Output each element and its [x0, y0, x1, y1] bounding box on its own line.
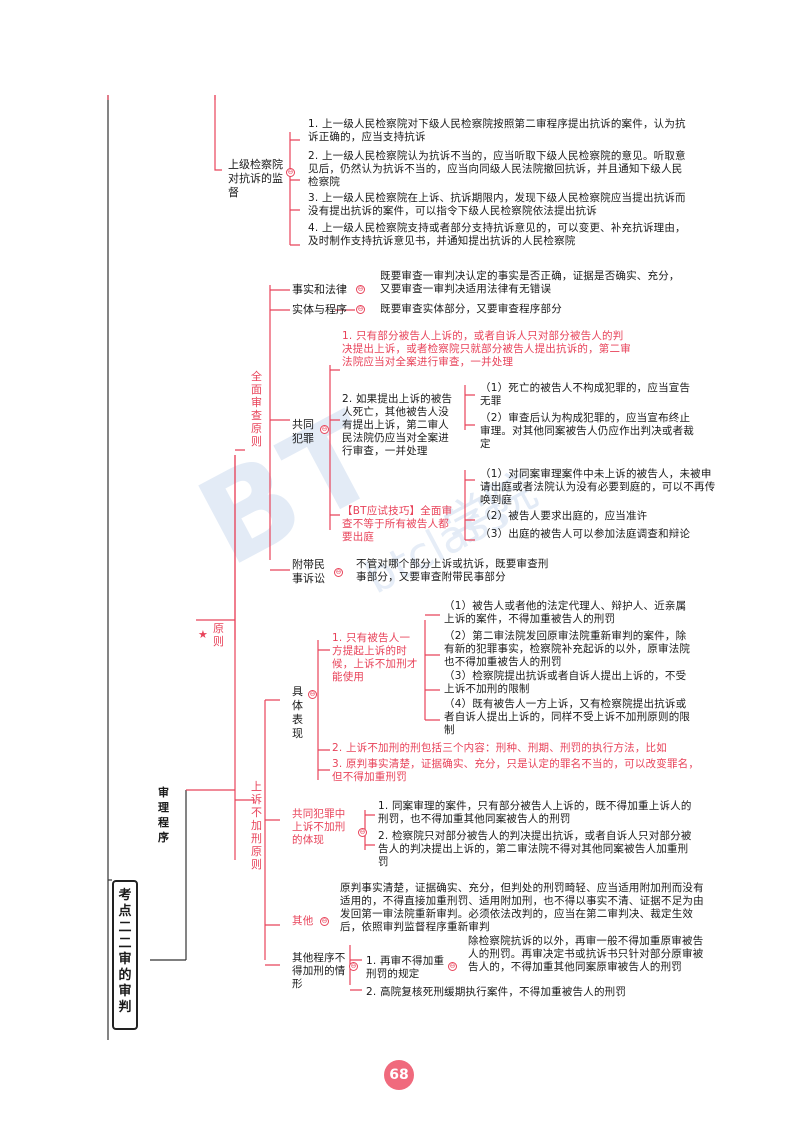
juti-sub-3: （3）检察院提出抗诉或者自诉人提出上诉的，不受上诉不加刑的限制: [444, 670, 687, 695]
jiandu-item-1: 1. 上一级人民检察院对下级人民检察院按照第二审程序提出抗诉的案件，认为抗诉正确…: [308, 118, 686, 143]
collapse-icon[interactable]: ⊖: [320, 425, 329, 434]
jiandu-item-2: 2. 上一级人民检察院认为抗诉不当的，应当听取下级人民检察院的意见。听取意见后，…: [308, 150, 686, 188]
entity-text: 既要审查实体部分，又要审查程序部分: [380, 303, 562, 315]
gongtong-item-1: 1. 只有部分被告人上诉的，或者自诉人只对部分被告人的判决提出上诉，或者检察院只…: [342, 330, 631, 368]
entity-label[interactable]: 实体与程序: [292, 303, 347, 316]
fudai-label[interactable]: 附带民事诉讼: [292, 558, 325, 585]
juti-item-2: 2. 上诉不加刑的刑包括三个内容：刑种、刑期、刑罚的执行方法，比如: [332, 742, 667, 754]
qita-label[interactable]: 其他: [292, 915, 314, 927]
bjx-gongtong-2: 2. 检察院只对部分被告人的判决提出抗诉，或者自诉人只对部分被告人的判决提出上诉…: [378, 830, 692, 868]
bjx-gongtong-label[interactable]: 共同犯罪中上诉不加刑的体现: [292, 808, 346, 846]
bt-tip: 【BT应试技巧】全面审查不等于所有被告人都要出庭: [342, 505, 453, 543]
page-number-badge: 68: [384, 1060, 414, 1090]
bujiaxing-label[interactable]: 上诉不加刑原则: [251, 780, 262, 871]
juti-sub-2: （2）第二审法院发回原审法院重新审判的案件，除有新的犯罪事实，检察院补充起诉的以…: [444, 630, 691, 668]
shenli-label[interactable]: 审理程序: [158, 786, 169, 844]
collapse-icon[interactable]: ⊖: [320, 917, 329, 926]
collapse-icon[interactable]: ⊖: [349, 962, 358, 971]
star-icon: ★: [198, 628, 208, 641]
collapse-icon[interactable]: ⊖: [286, 168, 295, 177]
dead-1: （1）死亡的被告人不构成犯罪的，应当宣告无罪: [480, 382, 691, 407]
qitachengxu-item-1-text: 除检察院抗诉的以外，再审一般不得加重原审被告人的刑罚。再审决定书或抗诉书只针对部…: [468, 935, 704, 973]
qitachengxu-label[interactable]: 其他程序不得加刑的情形: [292, 952, 346, 990]
collapse-icon[interactable]: ⊖: [308, 690, 317, 699]
jiandu-item-4: 4. 上一级人民检察院支持或者部分支持抗诉意见的，可以变更、补充抗诉理由，及时制…: [308, 222, 686, 247]
jiandu-label[interactable]: 上级检察院对抗诉的监督: [228, 158, 283, 199]
jiandu-item-3: 3. 上一级人民检察院在上诉、抗诉期限内，发现下级人民检察院应当提出抗诉而没有提…: [308, 192, 686, 217]
juti-label[interactable]: 具体表现: [292, 685, 303, 740]
juti-item-3: 3. 原判事实清楚，证据确实、充分，只是认定的罪名不当的，可以改变罪名，但不得加…: [332, 758, 700, 783]
facts-label[interactable]: 事实和法律: [292, 283, 347, 296]
collapse-icon[interactable]: ⊖: [356, 285, 365, 294]
collapse-icon[interactable]: ⊖: [448, 962, 457, 971]
quanmian-label[interactable]: 全面审查原则: [251, 370, 262, 448]
dead-2: （2）审查后认为构成犯罪的，应当宣布终止审理。对其他同案被告人仍应作出判决或者裁…: [480, 412, 694, 450]
fudai-text: 不管对哪个部分上诉或抗诉，既要审查刑事部分，又要审查附带民事部分: [356, 558, 549, 583]
gongtong-item-2: 2. 如果提出上诉的被告人死亡，其他被告人没有提出上诉，第二审人民法院仍应当对全…: [342, 393, 453, 457]
collapse-icon[interactable]: ⊖: [358, 828, 367, 837]
gongtong-label[interactable]: 共同犯罪: [292, 418, 314, 445]
tip-1: （1）对同案审理案件中未上诉的被告人，未被申请出庭或者法院认为没有必要到庭的，可…: [480, 468, 716, 506]
juti-sub-4: （4）既有被告人一方上诉，又有检察院提出抗诉或者自诉人提出上诉的，同样不受上诉不…: [444, 698, 691, 736]
juti-sub-1: （1）被告人或者他的法定代理人、辩护人、近亲属上诉的案件，不得加重被告人的刑罚: [444, 600, 687, 625]
collapse-icon[interactable]: ⊖: [356, 305, 365, 314]
bjx-gongtong-1: 1. 同案审理的案件，只有部分被告人上诉的，既不得加重上诉人的刑罚，也不得加重其…: [378, 800, 692, 825]
qita-text: 原判事实清楚，证据确实、充分，但判处的刑罚畸轻、应当适用附加刑而没有适用的，不得…: [340, 882, 704, 933]
juti-item-1: 1. 只有被告人一方提起上诉的时候，上诉不加刑才能使用: [332, 632, 418, 683]
facts-text: 既要审查一审判决认定的事实是否正确，证据是否确实、充分，又要审查一审判决适用法律…: [380, 270, 680, 295]
collapse-icon[interactable]: ⊖: [334, 568, 343, 577]
tip-3: （3）出庭的被告人可以参加法庭调查和辩论: [480, 528, 691, 540]
yuanze-label[interactable]: 原则: [213, 622, 224, 648]
qitachengxu-item-2: 2. 高院复核死刑缓期执行案件，不得加重被告人的刑罚: [366, 986, 627, 998]
root-topic[interactable]: 考点二 二审的审判: [112, 880, 138, 1030]
qitachengxu-item-1: 1. 再审不得加重刑罚的规定: [366, 955, 445, 980]
tip-2: （2）被告人要求出庭的，应当准许: [480, 510, 648, 522]
